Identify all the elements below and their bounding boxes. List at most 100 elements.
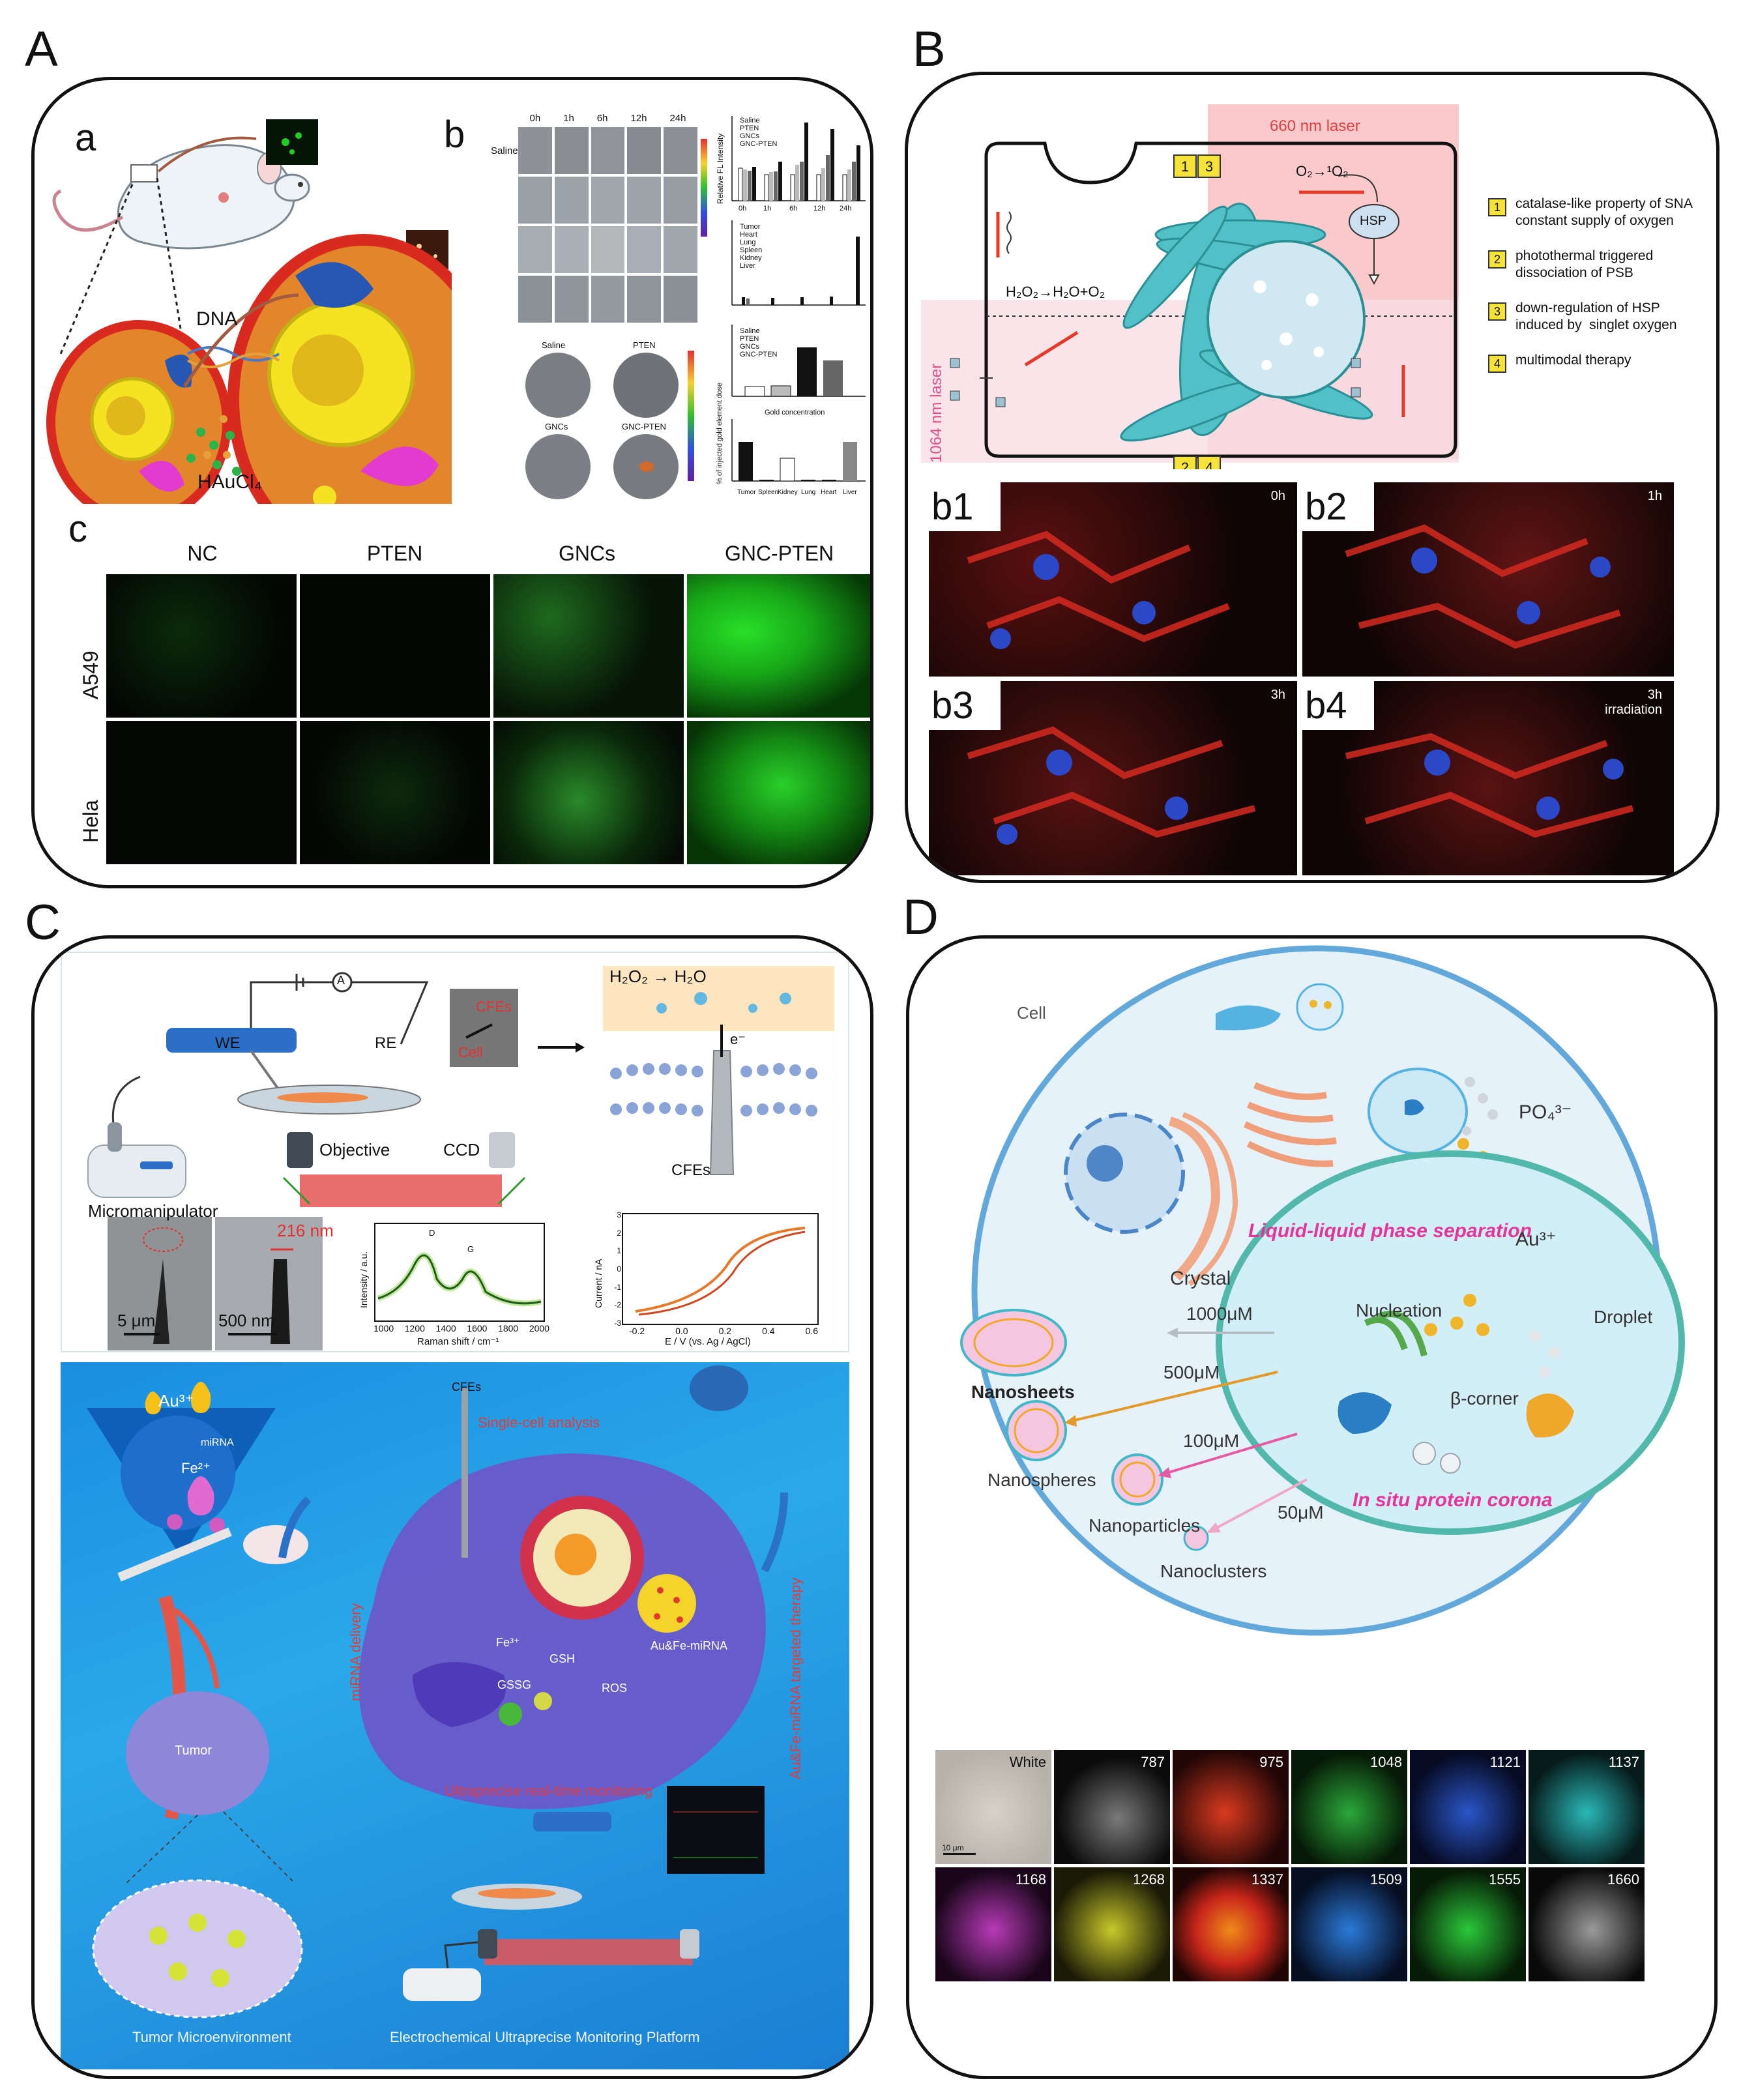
organ-images: Saline PTEN GNCs GNC-PTEN — [516, 340, 685, 499]
mirna-label: miRNA — [201, 1437, 234, 1448]
cell-mechanism-svg: 1 3 2 4 — [950, 141, 1457, 469]
cell-illustration — [46, 119, 452, 504]
au3-label: Au³⁺ — [1515, 1229, 1557, 1250]
imaging-grid — [518, 127, 697, 323]
gsh-label: GSH — [549, 1652, 576, 1665]
raman-tile-787: 787 — [1054, 1750, 1170, 1864]
platform-label: Electrochemical Ultraprecise Monitoring … — [390, 2029, 700, 2045]
po4-label: PO₄³⁻ — [1519, 1101, 1572, 1123]
svg-text:1h: 1h — [763, 205, 771, 212]
raman-tile-1168: 1168 — [935, 1867, 1051, 1981]
svg-text:Tumor: Tumor — [737, 489, 756, 496]
marker-boxes — [1173, 154, 1221, 469]
confocal-tile-b3: b3 3h — [929, 681, 1297, 875]
cell-image-label: Cell — [458, 1044, 483, 1060]
dna-label: DNA — [196, 308, 238, 330]
svg-text:PTEN: PTEN — [740, 124, 759, 132]
svg-text:Tumor: Tumor — [740, 223, 761, 231]
mechanism-legend: 1 catalase-like property of SNA constant… — [1488, 196, 1710, 391]
panel-letter-c: C — [25, 895, 61, 950]
svg-text:Spleen: Spleen — [740, 246, 762, 254]
svg-text:Spleen: Spleen — [758, 489, 778, 496]
conc-50-label: 50μM — [1278, 1502, 1324, 1523]
svg-text:Liver: Liver — [740, 262, 755, 270]
cell-label: Cell — [1017, 1003, 1046, 1023]
ammeter-label: A — [337, 974, 345, 987]
bars-organ-distribution — [742, 237, 860, 305]
llps-label: Liquid-liquid phase separation — [1248, 1220, 1532, 1242]
electrochemical-setup: WE RE A Objective CCD Micromanipulator C… — [61, 952, 849, 1352]
raman-tile-1555: 1555 — [1410, 1867, 1526, 1981]
panel-letter-d: D — [903, 890, 939, 945]
mechanism-diagram: 660 nm laser 1064 nm laser — [921, 104, 1710, 534]
micro-a549-gnc-pten — [687, 574, 870, 718]
electrode-holder — [166, 1028, 297, 1053]
objective-label: Objective — [319, 1140, 390, 1159]
llps-diagram — [960, 945, 1685, 1636]
sub-label-b: b — [444, 113, 465, 156]
row-label-a549: A549 — [79, 650, 102, 699]
mouse-illustration — [52, 144, 310, 250]
svg-text:1: 1 — [1181, 158, 1189, 175]
gold-ylabel: % of injected gold element dose — [716, 383, 724, 484]
micro-a549-gncs — [493, 574, 684, 718]
nanospheres-label: Nanospheres — [988, 1470, 1096, 1490]
au3-label: Au³⁺ — [158, 1391, 194, 1410]
crystal-label: Crystal — [1170, 1268, 1231, 1289]
svg-text:Kidney: Kidney — [778, 489, 798, 496]
svg-text:GNC-PTEN: GNC-PTEN — [740, 351, 778, 358]
cv-plot — [622, 1213, 819, 1325]
svg-text:Liver: Liver — [843, 489, 857, 496]
confocal-cell-overlay — [967, 524, 1634, 845]
h2o2-equation: H₂O₂→H₂O+O₂ — [1006, 284, 1105, 300]
micro-hela-gnc-pten — [687, 721, 870, 864]
raman-tile-white: White 10 μm — [935, 1750, 1051, 1864]
reaction-label: H₂O₂ → H₂O — [609, 967, 707, 986]
raman-ylabel: Intensity / a.u. — [358, 1251, 369, 1308]
nucleation-label: Nucleation — [1356, 1300, 1442, 1320]
raman-tile-1509: 1509 — [1291, 1867, 1407, 1981]
micro-hela-gncs — [493, 721, 684, 864]
relative-fl-ylabel: Relative FL Intensity — [716, 133, 725, 204]
monitoring-label: Ultraprecise real-time monitoring — [445, 1783, 652, 1799]
svg-text:Saline: Saline — [740, 327, 760, 335]
re-label: RE — [375, 1034, 397, 1052]
panel-b-frame: a 660 nm laser 1064 nm laser — [905, 72, 1719, 883]
bars-time-series — [738, 123, 860, 201]
tme-label: Tumor Microenvironment — [132, 2029, 291, 2045]
row-label-hela: Hela — [79, 800, 102, 843]
raman-tile-1048: 1048 — [1291, 1750, 1407, 1864]
bars-group-intensity — [744, 347, 843, 397]
membrane — [610, 1063, 817, 1116]
targeted-therapy-label: Au&Fe-miRNA targeted therapy — [787, 1577, 804, 1779]
svg-text:PTEN: PTEN — [740, 335, 759, 343]
svg-text:GNCs: GNCs — [740, 132, 759, 140]
sub-label-c: c — [68, 508, 87, 550]
gssg-label: GSSG — [497, 1678, 532, 1691]
scale-5um: 5 μm — [117, 1311, 156, 1330]
svg-text:Lung: Lung — [740, 239, 755, 246]
micro-a549-pten — [300, 574, 490, 718]
beta-corner-label: β-corner — [1450, 1388, 1519, 1408]
raman-plot — [374, 1223, 545, 1322]
we-label: WE — [215, 1034, 241, 1052]
imaging-row-label: Saline — [491, 145, 518, 156]
cfes-bottom-label: CFEs — [452, 1380, 481, 1393]
droplet-label: Droplet — [1594, 1307, 1653, 1327]
conc-1000-label: 1000μM — [1186, 1304, 1253, 1324]
svg-text:GNCs: GNCs — [740, 343, 759, 351]
svg-text:12h: 12h — [813, 205, 825, 212]
protein-corona-label: In situ protein corona — [1353, 1489, 1553, 1511]
tumor-mass — [126, 1691, 269, 1815]
panel-d-frame: Cell PO₄³⁻ Liquid-liquid phase separatio… — [906, 935, 1718, 2079]
panel-a-frame: a b c — [31, 77, 873, 888]
panel-letter-a: A — [25, 22, 58, 77]
cv-ylabel: Current / nA — [593, 1259, 604, 1308]
sem-image-2 — [215, 1217, 323, 1350]
nanoparticles-label: Nanoparticles — [1089, 1515, 1201, 1536]
nanoclusters-label: Nanoclusters — [1160, 1561, 1267, 1581]
cv-xlabel: E / V (vs. Ag / AgCl) — [665, 1336, 751, 1347]
raman-peak-d: D — [429, 1228, 435, 1238]
